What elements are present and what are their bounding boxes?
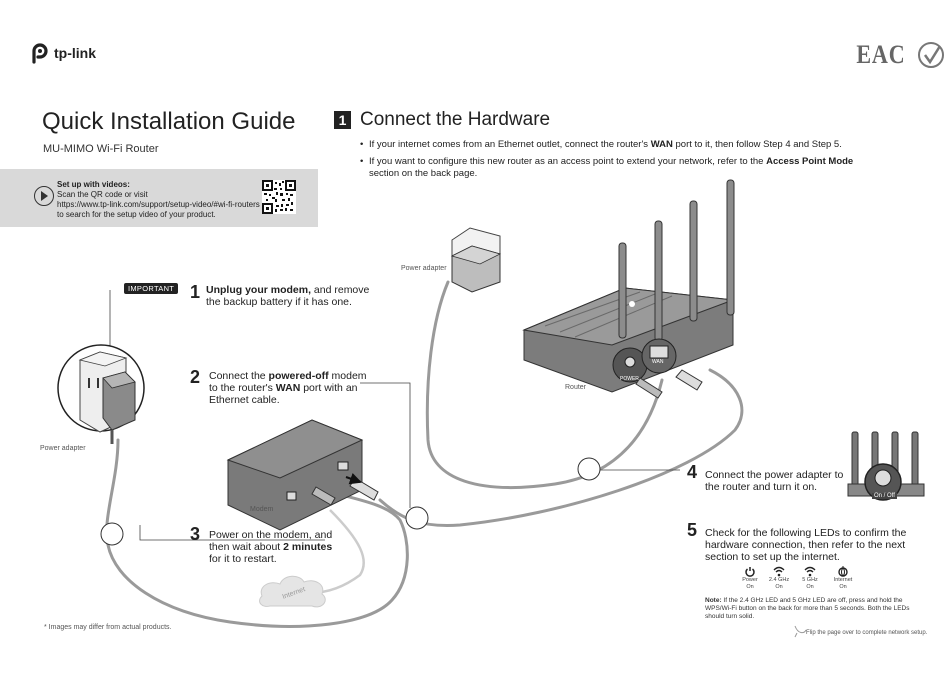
step4-number: 4 — [687, 462, 698, 482]
step2-number: 2 — [190, 367, 201, 387]
section-number: 1 — [334, 111, 351, 129]
led-note: Note: If the 2.4 GHz LED and 5 GHz LED a… — [705, 597, 915, 621]
tp-link-logo: tp-link — [30, 40, 96, 66]
step5-text: Check for the following LEDs to confirm … — [705, 527, 906, 563]
label-power-adapter-top: Power adapter — [401, 265, 447, 272]
bullet-access-point: If you want to configure this new router… — [360, 156, 909, 180]
video-line1: Scan the QR code or visit — [57, 190, 148, 199]
setup-video-text: Set up with videos: Scan the QR code or … — [57, 180, 260, 220]
eac-mark: EAC — [856, 40, 906, 69]
certification-marks: EAC — [852, 40, 946, 70]
step4-text: Connect the power adapter to the router … — [705, 469, 843, 493]
led-5ghz-name: 5 GHz — [802, 577, 818, 583]
bullet2-bold: Access Point Mode — [766, 156, 854, 167]
power-led-icon — [745, 567, 755, 577]
step1-rest: and remove — [311, 284, 370, 296]
label-power-port: POWER — [620, 376, 639, 382]
brand-name: tp-link — [54, 45, 96, 61]
led-5ghz-state: On — [806, 583, 814, 590]
step2-line3: Ethernet cable. — [209, 394, 280, 406]
qr-code-icon — [262, 180, 296, 214]
video-url[interactable]: https://www.tp-link.com/support/setup-vi… — [57, 200, 260, 209]
step2-line2-bold: WAN — [275, 382, 301, 394]
led-power-name: Power — [742, 577, 758, 583]
step5-line3: section to set up the internet. — [705, 551, 840, 563]
step3-text: Power on the modem, and then wait about … — [209, 529, 332, 565]
step5-number: 5 — [687, 520, 698, 540]
disclaimer: * Images may differ from actual products… — [44, 624, 172, 631]
bullet2-pre: If you want to configure this new router… — [369, 156, 767, 167]
step3-line2-pre: then wait about — [209, 541, 284, 553]
bullet1-pre: If your internet comes from an Ethernet … — [369, 139, 651, 150]
bullet-ethernet: If your internet comes from an Ethernet … — [360, 139, 929, 151]
tp-link-logo-icon — [32, 43, 48, 64]
step3-number: 3 — [190, 524, 201, 544]
ukca-mark-icon — [917, 42, 944, 68]
step2-pre: Connect the — [209, 370, 269, 382]
step2-line2-post: port with an — [300, 382, 358, 394]
step2-line2-pre: to the router's — [209, 382, 276, 394]
wifi-5ghz-led-icon — [804, 566, 816, 577]
page-title: Quick Installation Guide — [42, 108, 296, 135]
step2-post: modem — [328, 370, 367, 382]
step2-text: Connect the powered-off modem to the rou… — [209, 370, 367, 406]
led-24ghz-state: On — [775, 583, 783, 590]
section-title: Connect the Hardware — [360, 109, 551, 130]
label-wan-port: WAN — [652, 359, 664, 365]
video-line3: to search for the setup video of your pr… — [57, 210, 216, 219]
led-24ghz-name: 2.4 GHz — [768, 577, 790, 583]
step3-line3: for it to restart. — [209, 553, 277, 565]
led-power-state: On — [746, 583, 754, 590]
note-label: Note: — [705, 597, 722, 604]
bullet1-bold: WAN — [650, 139, 673, 150]
step5-line2: hardware connection, then refer to the n… — [705, 539, 906, 551]
label-power-adapter-left: Power adapter — [40, 445, 86, 452]
page-subtitle: MU-MIMO Wi-Fi Router — [43, 143, 159, 155]
bullet1-post: port to it, then follow Step 4 and Step … — [672, 139, 842, 150]
step1-number: 1 — [190, 282, 201, 302]
internet-led-icon — [838, 566, 848, 577]
flip-page-note: Flip the page over to complete network s… — [806, 630, 928, 636]
bullet2-post: section on the back page. — [369, 168, 478, 179]
label-router: Router — [565, 384, 587, 391]
label-modem: Modem — [250, 506, 274, 513]
step3-line2-bold: 2 minutes — [283, 541, 333, 553]
play-icon[interactable] — [34, 186, 54, 206]
wifi-24ghz-led-icon — [773, 566, 785, 577]
step1-text: Unplug your modem, and remove the backup… — [206, 284, 369, 308]
step1-bold: Unplug your modem, — [206, 284, 311, 296]
step2-bold: powered-off — [268, 370, 329, 382]
step4-line2: the router and turn it on. — [705, 481, 818, 493]
video-heading: Set up with videos: — [57, 180, 130, 189]
led-internet-name: Internet — [833, 577, 853, 583]
label-on-off: On / Off — [872, 493, 897, 499]
important-badge: IMPORTANT — [124, 283, 179, 294]
step1-line2: the backup battery if it has one. — [206, 296, 352, 308]
note-text: If the 2.4 GHz LED and 5 GHz LED are off… — [705, 597, 910, 620]
step4-line1: Connect the power adapter to — [705, 469, 844, 481]
led-internet-state: On — [839, 583, 847, 590]
step5-line1: Check for the following LEDs to confirm … — [705, 527, 907, 539]
step3-line1: Power on the modem, and — [209, 529, 333, 541]
